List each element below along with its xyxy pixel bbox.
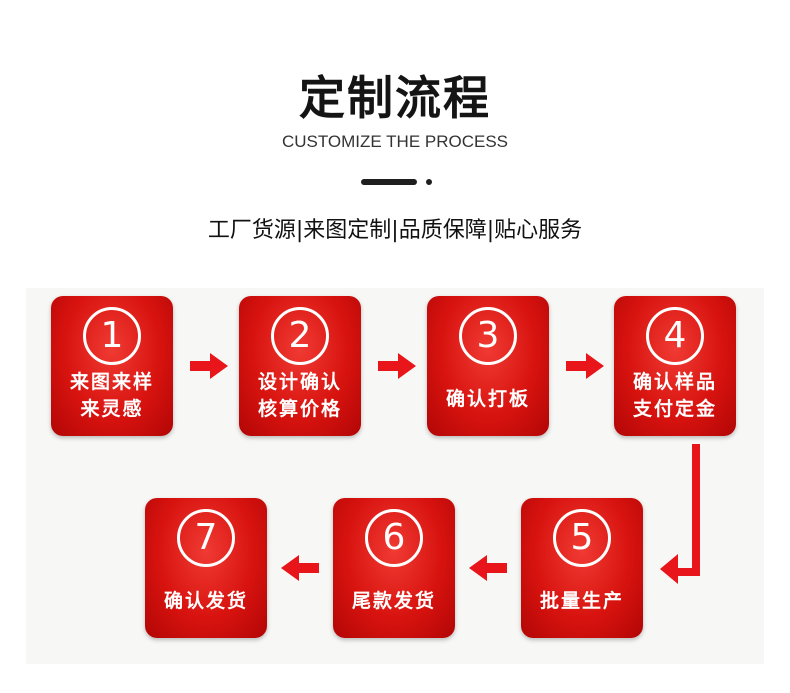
divider-dot — [426, 179, 432, 185]
step-label-line1: 来图来样 — [69, 371, 154, 393]
step-3-card: 3 确认打板 — [427, 296, 549, 436]
step-6-card: 6 尾款发货 — [333, 498, 455, 638]
step-number-circle: 5 — [553, 509, 611, 567]
arrow-left-icon — [469, 555, 507, 581]
divider-line — [361, 179, 417, 185]
arrow-right-icon — [378, 353, 416, 379]
step-number-circle: 3 — [459, 307, 517, 365]
step-2-card: 2 设计确认 核算价格 — [239, 296, 361, 436]
step-1-card: 1 来图来样 来灵感 — [51, 296, 173, 436]
step-label: 尾款发货 — [351, 590, 436, 612]
service-tagline: 工厂货源|来图定制|品质保障|贴心服务 — [207, 218, 583, 243]
arrow-right-icon — [190, 353, 228, 379]
step-label: 确认发货 — [163, 590, 248, 612]
step-7-card: 7 确认发货 — [145, 498, 267, 638]
step-label-line2: 核算价格 — [257, 398, 342, 420]
arrow-right-icon — [566, 353, 604, 379]
step-label-line2: 来灵感 — [80, 398, 144, 420]
arrow-down-left-icon — [660, 444, 700, 584]
step-number-circle: 7 — [177, 509, 235, 567]
step-label-line1: 设计确认 — [257, 371, 342, 393]
step-label: 确认打板 — [445, 388, 530, 410]
step-label-line1: 确认样品 — [632, 371, 717, 393]
step-number-circle: 1 — [83, 307, 141, 365]
step-number-circle: 2 — [271, 307, 329, 365]
step-4-card: 4 确认样品 支付定金 — [614, 296, 736, 436]
page-title: 定制流程 — [299, 71, 491, 125]
step-label: 批量生产 — [539, 590, 624, 612]
step-number-circle: 4 — [646, 307, 704, 365]
step-label-line2: 支付定金 — [632, 398, 717, 420]
step-5-card: 5 批量生产 — [521, 498, 643, 638]
page-subtitle: CUSTOMIZE THE PROCESS — [281, 132, 509, 151]
step-number-circle: 6 — [365, 509, 423, 567]
arrow-left-icon — [281, 555, 319, 581]
